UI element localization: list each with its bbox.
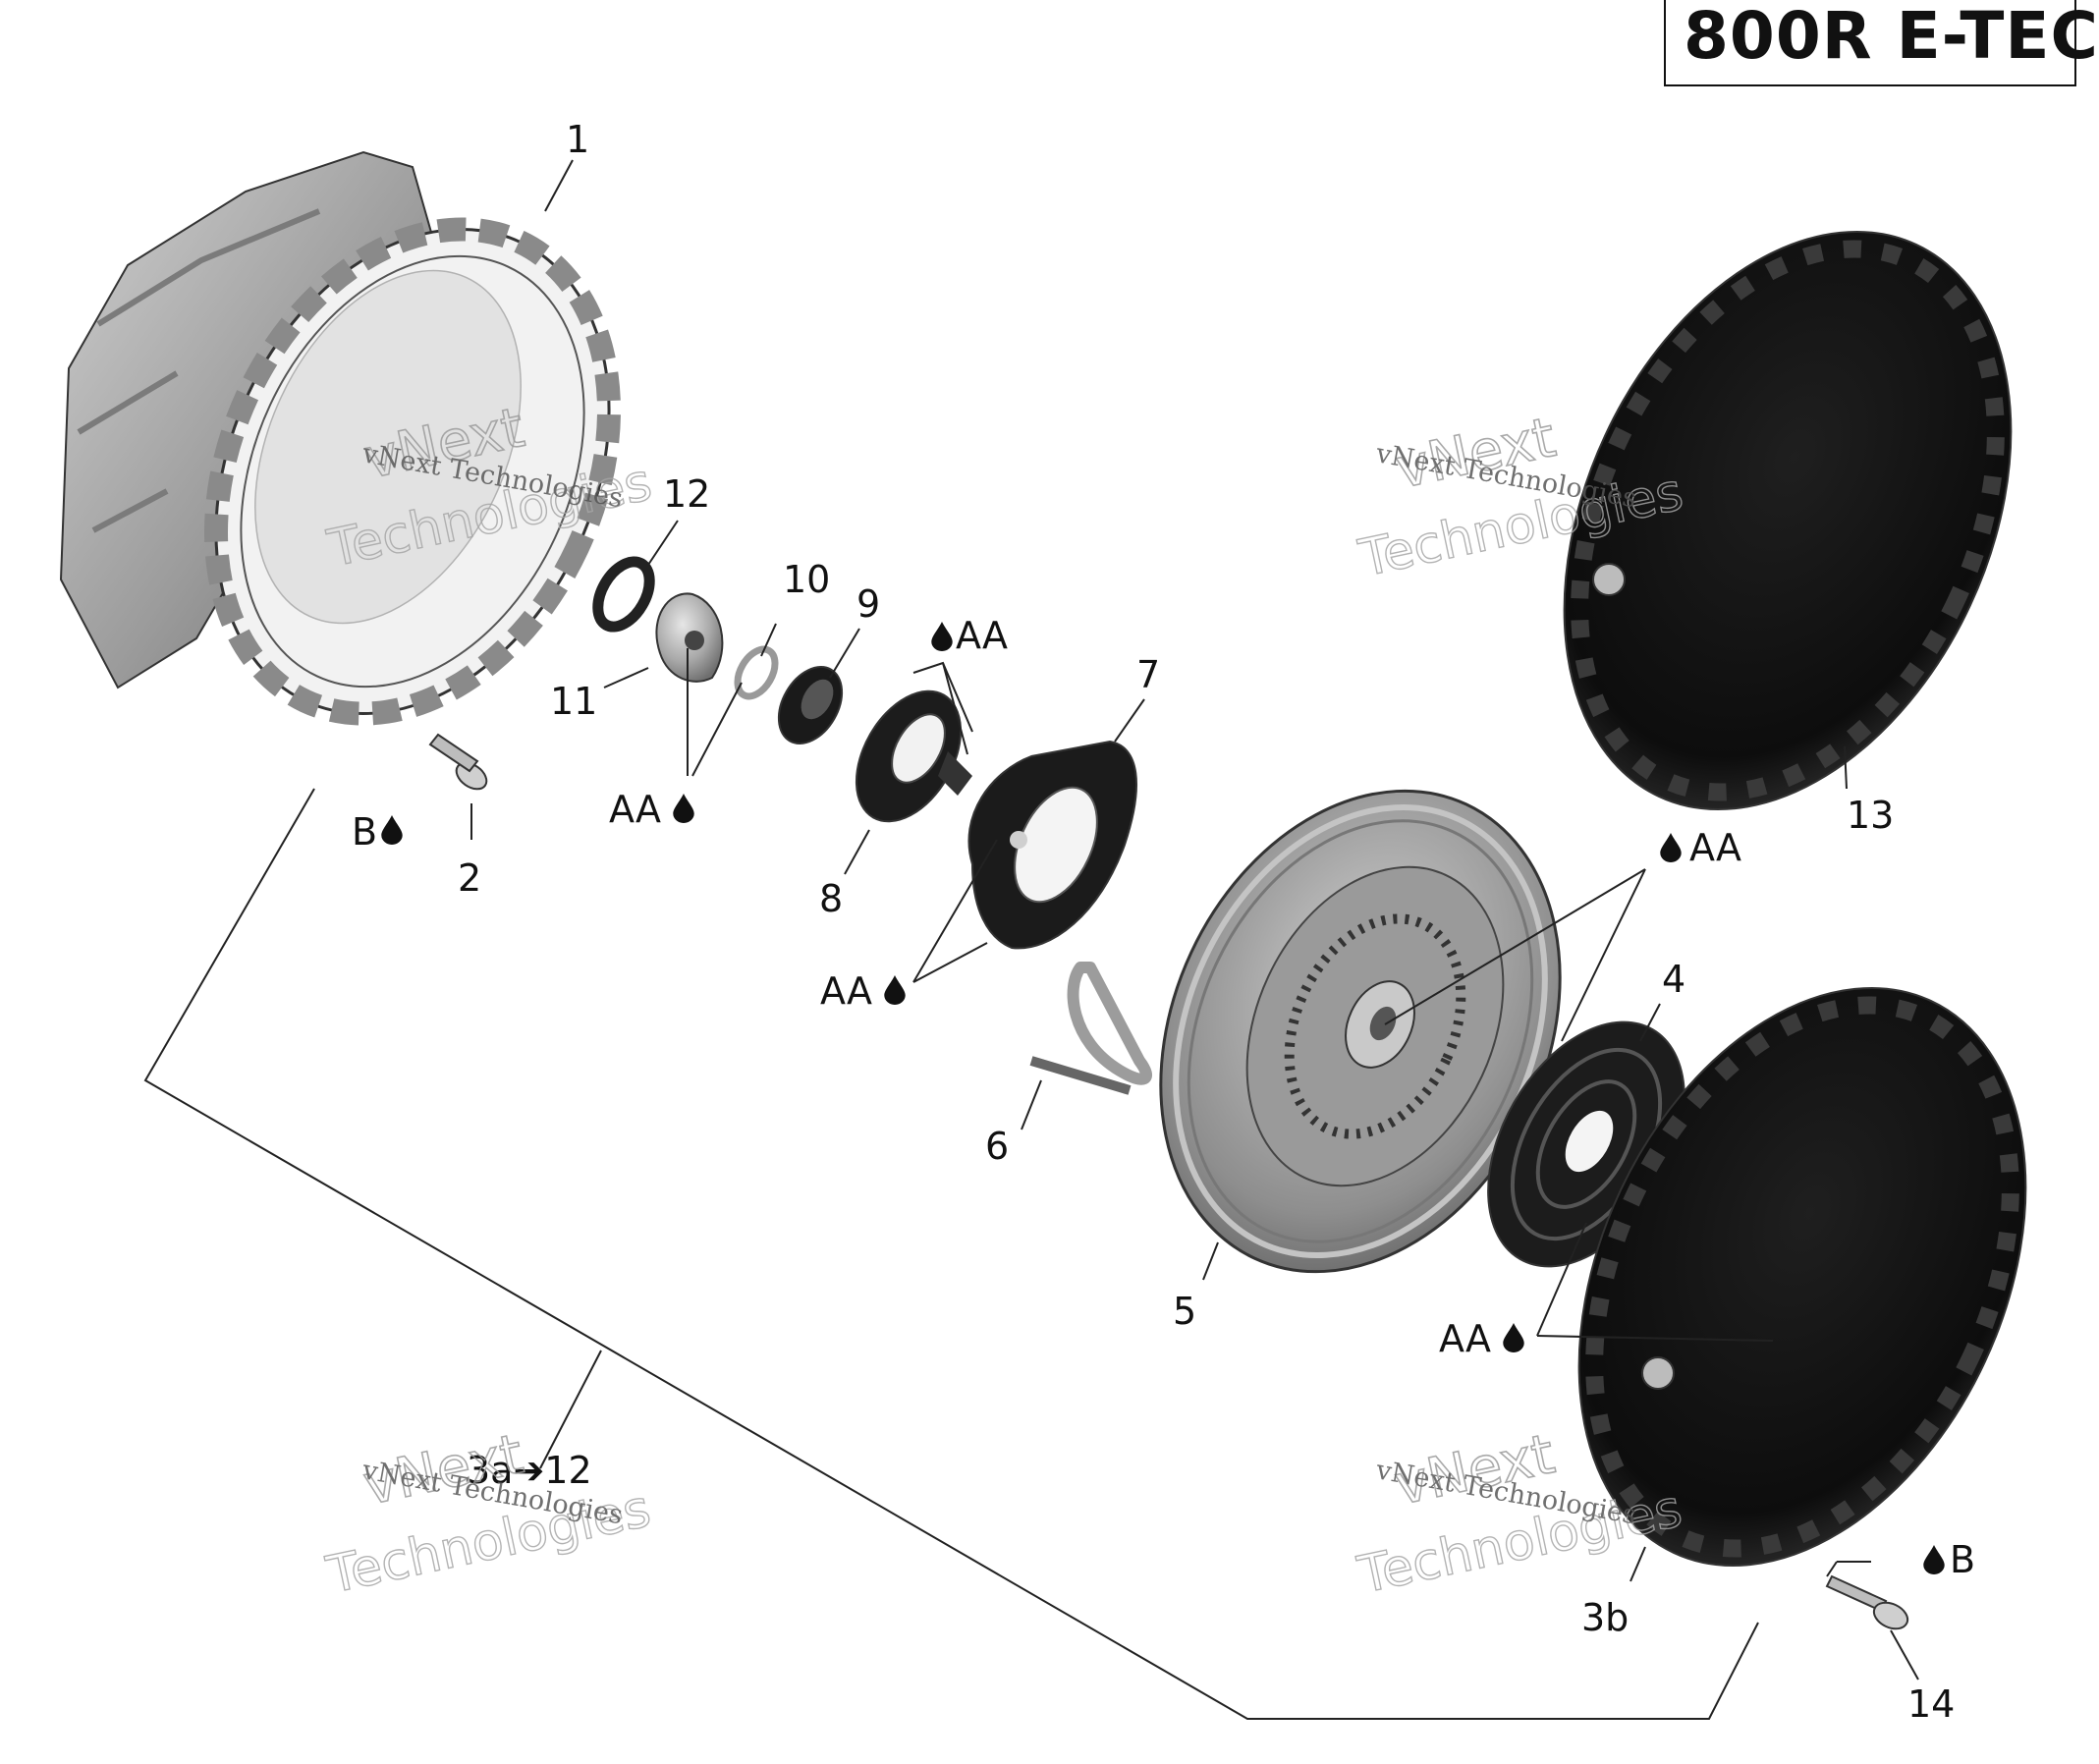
lube-aa-3: AA — [820, 969, 906, 1013]
cam-11 — [655, 592, 724, 683]
bushing-9 — [777, 666, 844, 744]
callout-labels: 1 2 3a➔12 3b 4 5 6 7 8 9 10 11 12 13 14 — [458, 118, 1955, 1726]
lock-ring-12 — [592, 556, 655, 633]
drop-icon — [931, 622, 953, 651]
label-part-7: 7 — [1136, 653, 1160, 696]
label-part-5: 5 — [1173, 1290, 1196, 1333]
label-part-4: 4 — [1662, 958, 1685, 1001]
label-part-9: 9 — [856, 582, 880, 626]
label-part-12: 12 — [663, 472, 710, 516]
lube-aa-5: AA — [1439, 1317, 1524, 1360]
svg-text:B: B — [352, 810, 377, 854]
drop-icon — [673, 794, 694, 823]
lube-b-left: B — [352, 810, 403, 854]
lube-aa-4: AA — [1660, 826, 1741, 869]
label-part-3a: 3a➔12 — [467, 1449, 592, 1492]
washer-10 — [734, 645, 779, 700]
drop-icon — [884, 975, 906, 1005]
leader-lines — [143, 159, 1919, 1720]
exploded-view: 1 2 3a➔12 3b 4 5 6 7 8 9 10 11 12 13 14 … — [59, 118, 2027, 1726]
starter-cover-13 — [1563, 230, 2013, 811]
drop-icon — [1503, 1323, 1524, 1352]
svg-text:AA: AA — [1439, 1317, 1491, 1360]
label-part-3b: 3b — [1581, 1596, 1629, 1639]
starter-housing — [59, 150, 622, 726]
label-part-11: 11 — [550, 680, 597, 723]
label-part-1: 1 — [566, 118, 589, 161]
drop-icon — [1923, 1545, 1945, 1574]
diagram-title: 800R E-TEC — [1684, 0, 2099, 74]
label-part-2: 2 — [458, 856, 481, 900]
rope-handle-6 — [1029, 962, 1152, 1095]
drop-icon — [1660, 833, 1682, 862]
plate-7 — [967, 740, 1137, 950]
svg-text:AA: AA — [1689, 826, 1741, 869]
pulley-5 — [1159, 789, 1562, 1274]
label-part-8: 8 — [819, 877, 843, 920]
svg-text:B: B — [1950, 1538, 1975, 1581]
label-part-13: 13 — [1847, 794, 1894, 837]
label-part-14: 14 — [1907, 1682, 1955, 1726]
label-part-10: 10 — [783, 558, 830, 601]
bolt-2 — [428, 733, 488, 791]
label-part-6: 6 — [985, 1125, 1009, 1168]
lube-aa-1: AA — [609, 788, 694, 831]
starter-cover-3b — [1577, 986, 2027, 1568]
parts-diagram: 800R E-TEC — [59, 0, 2098, 1726]
svg-text:AA: AA — [956, 614, 1008, 657]
drop-icon — [381, 815, 403, 845]
lubricant-markers: B AA AA AA AA AA — [352, 614, 1975, 1581]
svg-text:AA: AA — [609, 788, 661, 831]
ratchet-8 — [855, 689, 972, 823]
lube-b-right: B — [1923, 1538, 1975, 1581]
lube-aa-2: AA — [931, 614, 1008, 657]
title-box: 800R E-TEC — [1664, 0, 2098, 86]
svg-text:AA: AA — [820, 969, 872, 1013]
bolt-14 — [1825, 1574, 1909, 1630]
